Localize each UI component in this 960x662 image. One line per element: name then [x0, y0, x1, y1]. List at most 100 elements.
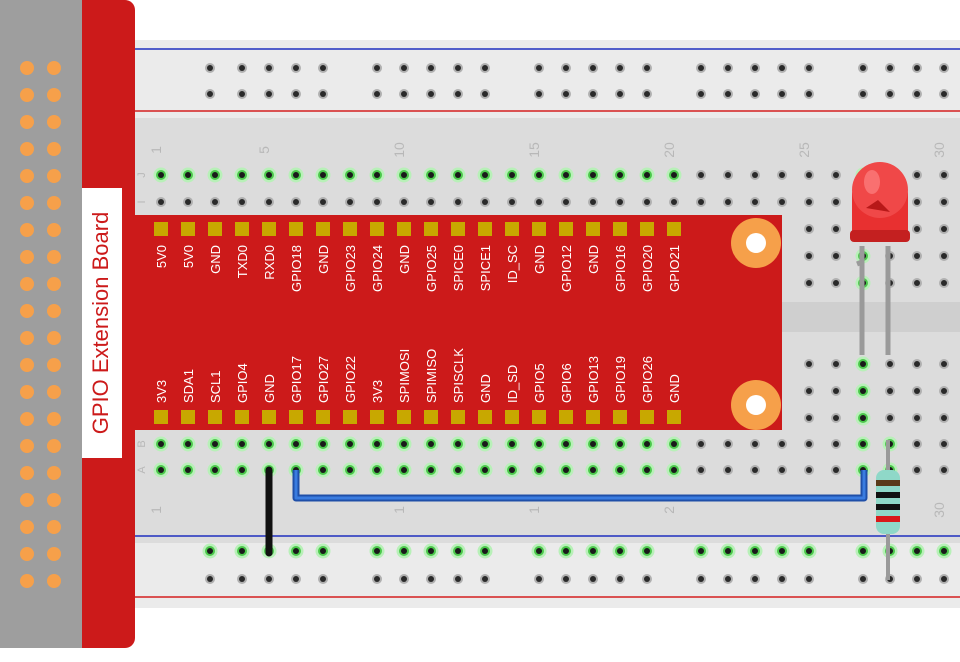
column-number: 1 — [391, 506, 407, 514]
header-pin — [47, 88, 61, 102]
terminal-hole — [207, 167, 223, 183]
terminal-hole — [831, 170, 841, 180]
ribbon-cable — [0, 0, 82, 648]
gpio-pin-top — [667, 222, 681, 236]
terminal-hole — [885, 386, 895, 396]
gpio-pin-bottom — [235, 410, 249, 424]
gpio-pin-bottom — [667, 410, 681, 424]
gpio-pin-top — [208, 222, 222, 236]
gpio-label-bottom: 3V3 — [154, 380, 169, 403]
terminal-hole — [885, 413, 895, 423]
rail-hole — [558, 543, 574, 559]
header-pin — [47, 196, 61, 210]
gpio-label-bottom: GPIO22 — [343, 356, 358, 403]
terminal-hole — [423, 462, 439, 478]
gpio-pin-bottom — [424, 410, 438, 424]
terminal-hole — [939, 278, 949, 288]
rail-hole — [205, 89, 215, 99]
rail-hole — [561, 574, 571, 584]
led-highlight — [864, 170, 880, 194]
terminal-hole — [939, 224, 949, 234]
terminal-hole — [612, 436, 628, 452]
column-number: 1 — [526, 506, 542, 514]
rail-hole — [696, 574, 706, 584]
terminal-hole — [369, 462, 385, 478]
gpio-pin-top — [532, 222, 546, 236]
gpio-label-top: GND — [316, 245, 331, 274]
terminal-hole — [453, 197, 463, 207]
gpio-pin-top — [235, 222, 249, 236]
terminal-hole — [396, 436, 412, 452]
rail-hole — [750, 89, 760, 99]
terminal-hole — [831, 413, 841, 423]
row-letter: A — [136, 466, 148, 474]
gpio-pin-bottom — [154, 410, 168, 424]
gpio-pin-bottom — [370, 410, 384, 424]
rail-hole — [237, 574, 247, 584]
column-number: 10 — [391, 142, 407, 158]
rail-hole — [777, 574, 787, 584]
rail-hole — [750, 574, 760, 584]
rail-hole — [561, 89, 571, 99]
board-title: GPIO Extension Board — [88, 212, 113, 435]
header-pin — [20, 493, 34, 507]
terminal-hole — [750, 465, 760, 475]
rail-hole — [612, 543, 628, 559]
board-title-backdrop — [82, 188, 122, 458]
rail-hole — [696, 89, 706, 99]
terminal-hole — [477, 462, 493, 478]
gpio-pin-bottom — [262, 410, 276, 424]
header-pin — [47, 142, 61, 156]
gpio-pin-top — [397, 222, 411, 236]
terminal-hole — [261, 436, 277, 452]
rail-hole — [264, 574, 274, 584]
rail-hole — [399, 574, 409, 584]
rail-hole — [453, 574, 463, 584]
rail-hole — [588, 89, 598, 99]
terminal-hole — [831, 386, 841, 396]
gpio-pin-top — [586, 222, 600, 236]
red-led[interactable] — [850, 162, 910, 355]
rail-hole — [399, 63, 409, 73]
gpio-pin-top — [289, 222, 303, 236]
rail-hole — [723, 574, 733, 584]
header-pin — [20, 358, 34, 372]
rail-hole — [588, 574, 598, 584]
terminal-hole — [585, 462, 601, 478]
gpio-pin-top — [559, 222, 573, 236]
gpio-pin-bottom — [586, 410, 600, 424]
column-number: 1 — [148, 146, 164, 154]
rail-hole — [288, 543, 304, 559]
terminal-hole — [804, 465, 814, 475]
terminal-hole — [426, 197, 436, 207]
terminal-hole — [534, 197, 544, 207]
rail-hole — [804, 574, 814, 584]
terminal-hole — [939, 465, 949, 475]
row-letter: J — [136, 172, 148, 178]
header-pin — [20, 520, 34, 534]
terminal-hole — [939, 413, 949, 423]
gpio-label-bottom: GPIO19 — [613, 356, 628, 403]
rail-hole — [912, 63, 922, 73]
gpio-label-bottom: GND — [667, 374, 682, 403]
rail-hole — [588, 63, 598, 73]
rail-hole — [801, 543, 817, 559]
gpio-label-top: GND — [532, 245, 547, 274]
gpio-label-top: GND — [397, 245, 412, 274]
rail-hole — [202, 543, 218, 559]
terminal-hole — [777, 170, 787, 180]
gpio-label-top: ID_SC — [505, 245, 520, 283]
terminal-hole — [723, 439, 733, 449]
terminal-hole — [804, 278, 814, 288]
terminal-hole — [156, 197, 166, 207]
breadboard-holes — [153, 63, 952, 584]
gpio-pin-top — [181, 222, 195, 236]
rail-hole — [480, 574, 490, 584]
terminal-hole — [696, 170, 706, 180]
terminal-hole — [153, 167, 169, 183]
terminal-hole — [777, 465, 787, 475]
terminal-hole — [750, 197, 760, 207]
resistor[interactable] — [876, 440, 900, 580]
terminal-hole — [804, 197, 814, 207]
rail-hole — [450, 543, 466, 559]
